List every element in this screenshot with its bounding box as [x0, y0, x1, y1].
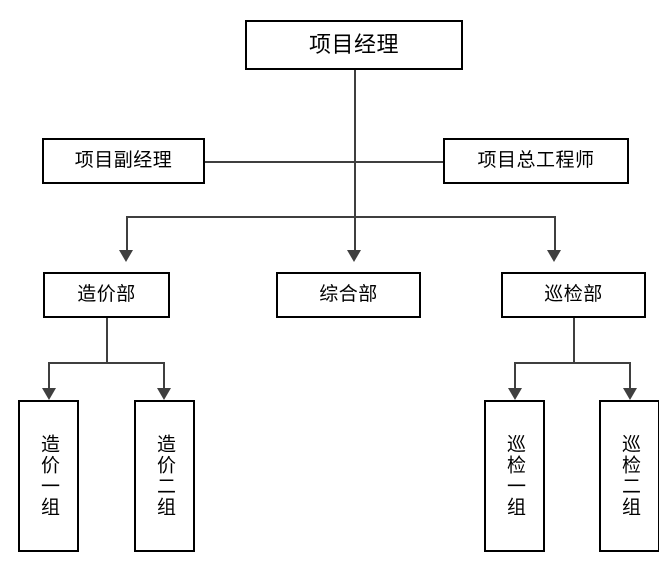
edge-cost-bus-right [163, 362, 165, 391]
node-inspection-department[interactable]: 巡检部 [501, 272, 646, 318]
node-deputy-manager-label: 项目副经理 [74, 150, 173, 172]
node-inspection-group-2-label: 巡检二组 [619, 434, 640, 518]
node-general-department-label: 综合部 [319, 284, 378, 306]
node-cost-department[interactable]: 造价部 [43, 272, 170, 318]
arrow-to-cost-group-1 [42, 388, 56, 400]
node-chief-engineer[interactable]: 项目总工程师 [443, 138, 629, 184]
node-cost-group-2-label: 造价二组 [154, 434, 175, 518]
node-project-manager-label: 项目经理 [308, 31, 399, 57]
arrow-to-inspect-group-1 [508, 388, 522, 400]
node-cost-group-2[interactable]: 造价二组 [134, 400, 195, 552]
node-deputy-manager[interactable]: 项目副经理 [42, 138, 205, 184]
node-inspection-group-1-label: 巡检一组 [504, 434, 525, 518]
arrow-to-general [347, 250, 361, 262]
edge-bus-to-cost [126, 216, 128, 254]
edge-inspect-bus-left [514, 362, 516, 391]
arrow-to-cost-group-2 [157, 388, 171, 400]
edge-pm-trunk [354, 70, 356, 218]
arrow-to-inspect-group-2 [623, 388, 637, 400]
node-inspection-group-1[interactable]: 巡检一组 [484, 400, 545, 552]
node-inspection-group-2[interactable]: 巡检二组 [599, 400, 659, 552]
edge-bus-to-general [354, 216, 356, 254]
edge-deputy-chiefeng [204, 161, 444, 163]
edge-cost-bus [48, 362, 164, 364]
node-chief-engineer-label: 项目总工程师 [477, 150, 595, 172]
edge-inspect-bus [514, 362, 630, 364]
arrow-to-inspect [547, 250, 561, 262]
node-inspection-department-label: 巡检部 [544, 284, 603, 306]
arrow-to-cost [119, 250, 133, 262]
edge-dept-bus [126, 216, 556, 218]
node-cost-group-1[interactable]: 造价一组 [18, 400, 79, 552]
node-cost-group-1-label: 造价一组 [38, 434, 59, 518]
edge-bus-to-inspect [554, 216, 556, 254]
node-general-department[interactable]: 综合部 [276, 272, 421, 318]
edge-inspect-trunk [573, 318, 575, 364]
node-project-manager[interactable]: 项目经理 [245, 20, 463, 70]
node-cost-department-label: 造价部 [77, 284, 136, 306]
edge-inspect-bus-right [629, 362, 631, 391]
edge-cost-trunk [106, 318, 108, 364]
edge-cost-bus-left [48, 362, 50, 391]
